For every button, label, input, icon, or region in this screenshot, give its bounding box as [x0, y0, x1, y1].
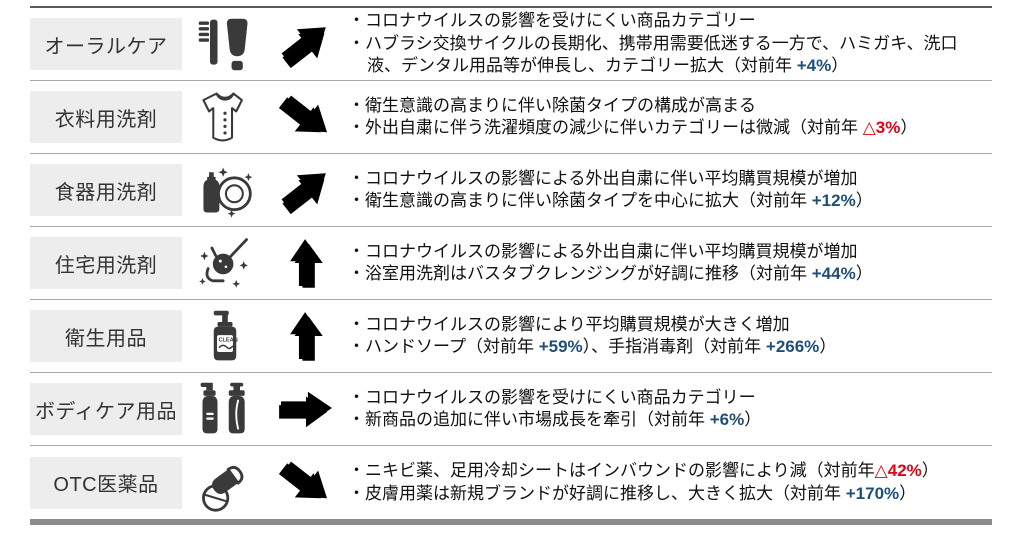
bullet-marker: ・	[348, 168, 365, 188]
trend-arrow-down-right-icon	[268, 93, 344, 141]
category-trend-table: オーラルケア ・コロナウイルスの影響を受けにくい商品カテゴリー・ハブラシ交換サイ…	[30, 6, 992, 525]
bullet-line: ・コロナウイルスの影響を受けにくい商品カテゴリー	[348, 387, 756, 407]
blouse-icon	[182, 87, 268, 147]
bullet-line: ・衛生意識の高まりに伴い除菌タイプを中心に拡大（対前年 +12%）	[348, 191, 873, 210]
category-label: ボディケア用品	[30, 383, 182, 435]
category-label: 住宅用洗剤	[30, 237, 182, 289]
category-description: ・コロナウイルスの影響を受けにくい商品カテゴリー・ハブラシ交換サイクルの長期化、…	[344, 10, 992, 77]
trend-arrow-up-icon	[268, 239, 344, 287]
category-row: ボディケア用品 ・コロナウイルスの影響を受けにくい商品カテゴリー・新商品の追加に…	[30, 373, 992, 446]
category-row: OTC医薬品 ・ニキビ薬、足用冷却シートはインバウンドの影響により減（対前年△4…	[30, 446, 992, 519]
dish-detergent-icon	[182, 160, 268, 220]
bullet-marker: ・	[348, 387, 365, 407]
bullet-line: ・コロナウイルスの影響を受けにくい商品カテゴリー	[348, 11, 756, 31]
bullet-marker: ・	[348, 410, 365, 429]
bullet-marker: ・	[348, 241, 365, 261]
bullet-line: ・ハブラシ交換サイクルの長期化、携帯用需要低迷する一方で、ハミガキ、洗口液、デン…	[348, 33, 958, 76]
category-row: オーラルケア ・コロナウイルスの影響を受けにくい商品カテゴリー・ハブラシ交換サイ…	[30, 8, 992, 81]
bullet-line: ・皮膚用薬は新規ブランドが好調に推移し、大きく拡大（対前年 +170%）	[348, 483, 917, 503]
bullet-marker: ・	[348, 95, 365, 115]
bullet-marker: ・	[348, 337, 365, 356]
body-bottles-icon	[182, 379, 268, 439]
bullet-line: ・浴室用洗剤はバスタブクレンジングが好調に推移（対前年 +44%）	[348, 264, 873, 283]
category-label: 衣料用洗剤	[30, 91, 182, 143]
trend-arrow-up-right-icon	[268, 166, 344, 214]
bullet-marker: ・	[348, 118, 365, 137]
category-description: ・コロナウイルスの影響による外出自粛に伴い平均購買規模が増加・衛生意識の高まりに…	[344, 168, 992, 213]
category-label: オーラルケア	[30, 18, 182, 70]
category-row: 食器用洗剤 ・コロナウイルスの影響による外出自粛に伴い平均購買規模が増加・衛生意…	[30, 154, 992, 227]
bullet-line: ・コロナウイルスの影響により平均購買規模が大きく増加	[348, 314, 790, 334]
trend-arrow-right-icon	[268, 385, 344, 433]
bullet-line: ・コロナウイルスの影響による外出自粛に伴い平均購買規模が増加	[348, 241, 858, 261]
category-description: ・衛生意識の高まりに伴い除菌タイプの構成が高まる・外出自粛に伴う洗濯頻度の減少に…	[344, 95, 992, 140]
category-label: 衛生用品	[30, 310, 182, 362]
top-divider	[30, 6, 992, 8]
category-description: ・コロナウイルスの影響により平均購買規模が大きく増加・ハンドソープ（対前年 +5…	[344, 314, 992, 359]
bullet-line: ・ニキビ薬、足用冷却シートはインバウンドの影響により減（対前年△42%）	[348, 461, 939, 481]
toothbrush-toothpaste-icon	[182, 14, 268, 74]
bullet-marker: ・	[348, 191, 365, 210]
bullet-line: ・ハンドソープ（対前年 +59%）、手指消毒剤（対前年 +266%）	[348, 337, 837, 356]
trend-arrow-up-right-icon	[268, 20, 344, 68]
category-description: ・ニキビ薬、足用冷却シートはインバウンドの影響により減（対前年△42%）・皮膚用…	[344, 460, 992, 505]
bullet-marker: ・	[348, 314, 365, 334]
pills-icon	[182, 453, 268, 513]
category-row: 衣料用洗剤 ・衛生意識の高まりに伴い除菌タイプの構成が高まる・外出自粛に伴う洗濯…	[30, 81, 992, 154]
category-label: 食器用洗剤	[30, 164, 182, 216]
bullet-marker: ・	[348, 264, 365, 283]
category-row: 衛生用品 ・コロナウイルスの影響により平均購買規模が大きく増加・ハンドソープ（対…	[30, 300, 992, 373]
cleaning-sponge-icon	[182, 233, 268, 293]
trend-arrow-up-icon	[268, 312, 344, 360]
bullet-marker: ・	[348, 11, 365, 31]
bullet-marker: ・	[348, 461, 365, 481]
category-row: 住宅用洗剤 ・コロナウイルスの影響による外出自粛に伴い平均購買規模が増加・浴室用…	[30, 227, 992, 300]
category-label: OTC医薬品	[30, 456, 182, 509]
trend-arrow-down-right-icon	[268, 459, 344, 507]
bullet-line: ・コロナウイルスの影響による外出自粛に伴い平均購買規模が増加	[348, 168, 858, 188]
category-description: ・コロナウイルスの影響による外出自粛に伴い平均購買規模が増加・浴室用洗剤はバスタ…	[344, 241, 992, 286]
bottom-divider	[30, 519, 992, 525]
bullet-line: ・衛生意識の高まりに伴い除菌タイプの構成が高まる	[348, 95, 756, 115]
bullet-marker: ・	[348, 483, 365, 503]
bullet-marker: ・	[348, 33, 365, 53]
pump-bottle-clean-icon	[182, 306, 268, 366]
bullet-line: ・新商品の追加に伴い市場成長を牽引（対前年 +6%）	[348, 410, 762, 429]
category-description: ・コロナウイルスの影響を受けにくい商品カテゴリー・新商品の追加に伴い市場成長を牽…	[344, 387, 992, 432]
bullet-line: ・外出自粛に伴う洗濯頻度の減少に伴いカテゴリーは微減（対前年 △3%）	[348, 118, 918, 137]
